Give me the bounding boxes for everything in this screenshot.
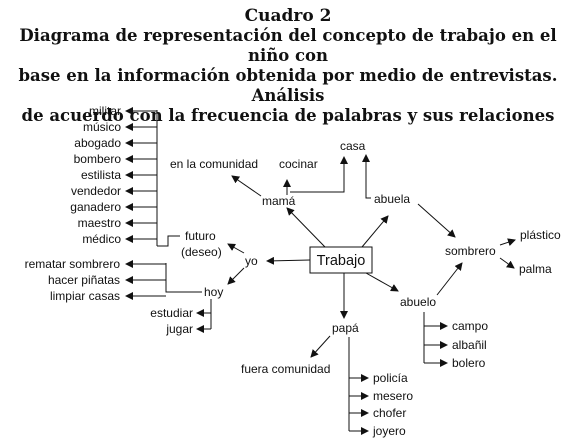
cocinar-node: cocinar [279,157,318,171]
plastico-node: plástico [520,228,561,242]
arrow-abuelo-sombrero [436,262,463,296]
bolero-node: bolero [452,356,486,370]
fuera-comunidad-node: fuera comunidad [241,362,330,376]
arrow-abuela-casa [362,154,371,199]
job-bombero: bombero [74,152,122,166]
yo-node: yo [245,254,258,268]
deseo-node: (deseo) [181,245,222,259]
hoy-activities-connector [165,263,202,293]
job-estilista: estilista [81,168,121,182]
arrow-sombrero-plastico [499,238,516,247]
activity-rematar-sombrero: rematar sombrero [25,257,121,271]
arrow-yo-hoy [227,267,245,285]
policia-node: policía [373,371,408,385]
arrow-mama-casa [290,156,348,193]
activity-estudiar: estudiar [150,306,193,320]
arrow-abuela-sombrero [417,203,456,238]
mesero-node: mesero [373,389,413,403]
job-musico: músico [83,120,121,134]
papa-node: papá [332,321,359,335]
job-medico: médico [82,232,121,246]
activity-jugar: jugar [165,322,193,336]
trabajo-node-box [309,246,373,274]
chofer-node: chofer [373,406,406,420]
job-abogado: abogado [74,136,121,150]
arrow-trabajo-abuela [361,215,389,248]
activity-limpiar-casas: limpiar casas [50,289,120,303]
job-militar: militar [89,104,121,118]
hoy-node: hoy [204,285,223,299]
futuro-node: futuro [185,229,216,243]
mama-node: mamá [262,194,296,208]
abuela-node: abuela [374,192,410,206]
casa-node: casa [340,139,366,153]
arrow-yo-futuro [227,243,245,254]
arrow-trabajo-yo [266,256,311,265]
arrow-trabajo-abuelo [365,272,399,292]
sombrero-node: sombrero [445,244,496,258]
arrow-sombrero-palma [499,257,515,269]
trabajo-node: Trabajo [317,253,366,269]
palma-node: palma [519,262,552,276]
campo-node: campo [452,319,488,333]
activity-hacer-pinatas: hacer piñatas [48,273,120,287]
futuro-bracket [157,235,180,247]
job-maestro: maestro [78,216,122,230]
job-vendedor: vendedor [71,184,121,198]
arrow-trabajo-mama [286,207,326,248]
abuelo-node: abuelo [400,295,436,309]
diagram-title: Cuadro 2 [244,6,332,26]
en-comunidad-node: en la comunidad [170,157,258,171]
diagram-subtitle-line-2: base en la información obtenida por medi… [18,66,558,105]
albanil-node: albañil [452,338,487,352]
joyero-node: joyero [372,424,406,438]
arrow-papa-fuera-comunidad [310,335,331,358]
arrow-mama-en-comunidad [231,175,262,197]
job-ganadero: ganadero [70,200,121,214]
diagram-subtitle-line-1: Diagrama de representación del concepto … [19,26,557,65]
